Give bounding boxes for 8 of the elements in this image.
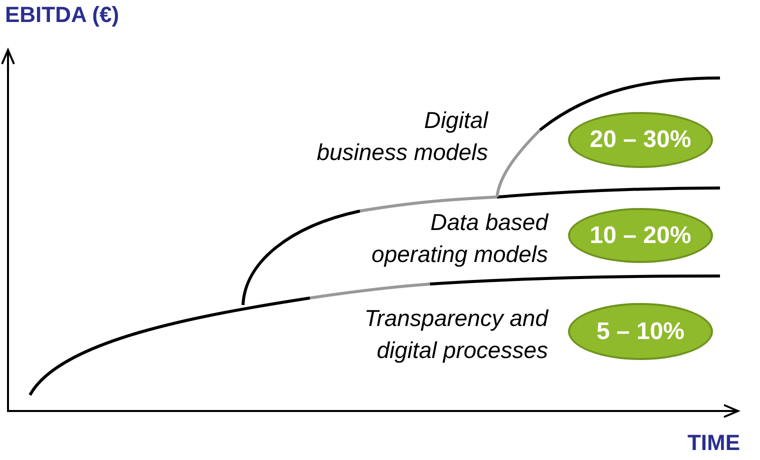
axis-title: TIME xyxy=(687,430,740,456)
percentage-ellipse: 10 – 20% xyxy=(568,208,713,263)
percentage-ellipse: 5 – 10% xyxy=(568,303,713,360)
tier-label: Data based operating models xyxy=(372,208,548,269)
percentage-ellipse: 20 – 30% xyxy=(568,112,713,168)
tier-label: Transparency and digital processes xyxy=(364,304,548,365)
tier-label: Digital business models xyxy=(316,106,488,167)
axis-title: EBITDA (€) xyxy=(5,2,120,28)
